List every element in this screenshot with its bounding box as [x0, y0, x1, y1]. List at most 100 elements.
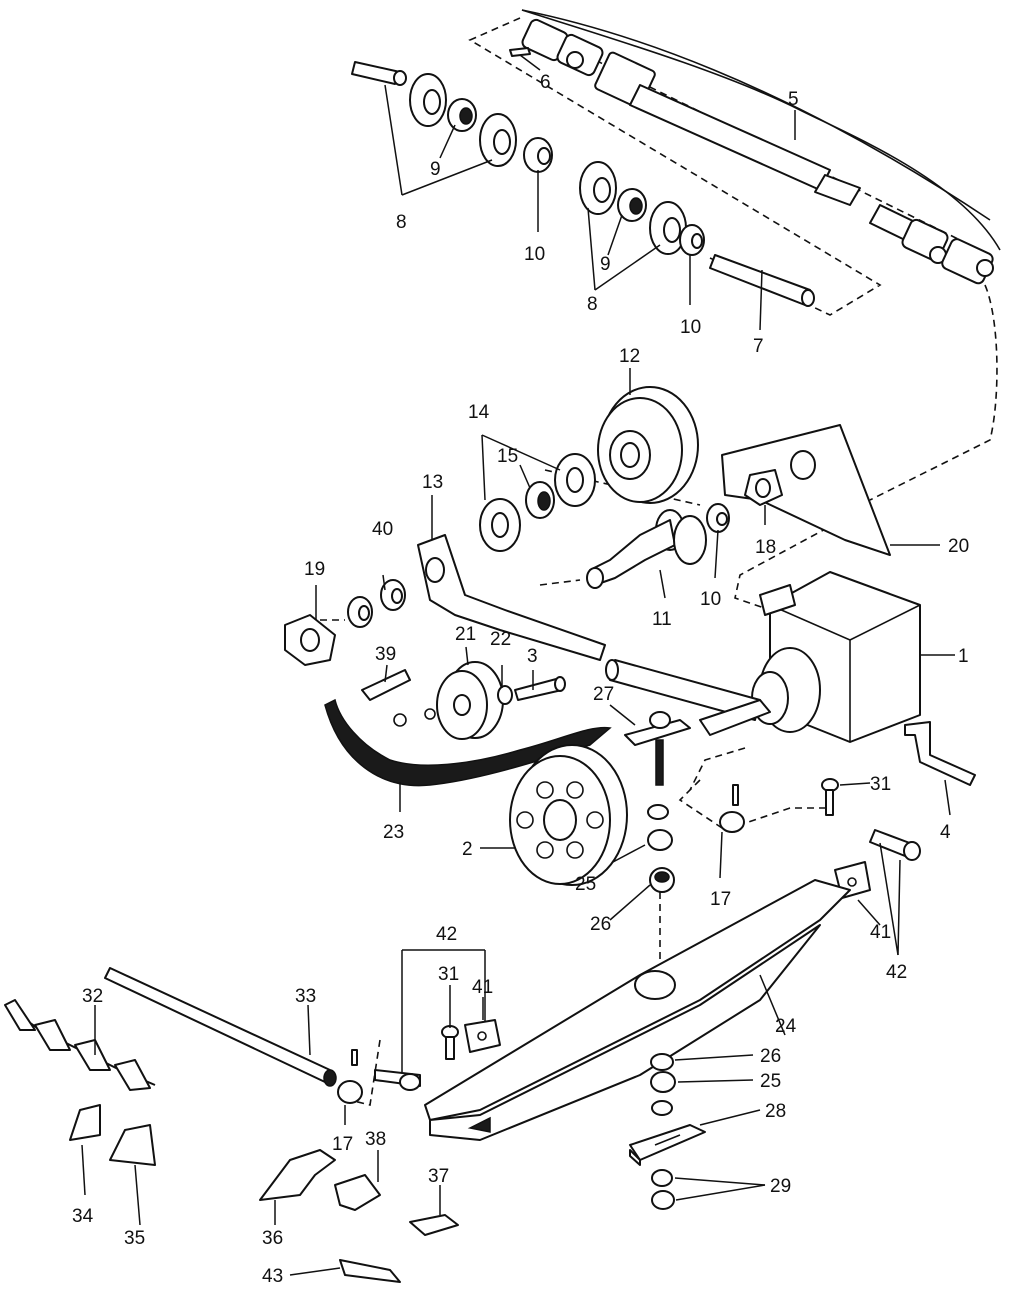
- part-belt-23: [324, 698, 612, 787]
- callout-25a: 25: [575, 874, 596, 895]
- part-flange-8a: [409, 73, 447, 127]
- part-bolt-17a: [719, 784, 745, 833]
- part-bolt-3: [514, 676, 566, 701]
- part-bushing-25b: [650, 1071, 676, 1093]
- callout-38: 38: [365, 1129, 386, 1150]
- part-flange-14a: [554, 453, 596, 507]
- callout-37: 37: [428, 1166, 449, 1187]
- callout-28: 28: [765, 1101, 786, 1122]
- part-plate-43: [339, 1259, 401, 1283]
- part-washer-top: [647, 804, 669, 820]
- callout-41a: 41: [870, 922, 891, 943]
- callout-17b: 17: [332, 1134, 353, 1155]
- callout-12: 12: [619, 346, 640, 367]
- part-flange-8b: [479, 113, 517, 167]
- callout-31b: 31: [438, 964, 459, 985]
- callout-9a: 9: [430, 159, 441, 180]
- part-pin-42b: [374, 1069, 421, 1091]
- part-key-6: [509, 47, 531, 57]
- part-cutter-bar-24: [424, 879, 851, 1141]
- part-drive-shaft-5: [521, 9, 1001, 285]
- callout-39: 39: [375, 644, 396, 665]
- callout-6: 6: [540, 72, 551, 93]
- callout-24: 24: [775, 1016, 797, 1037]
- part-clip-38: [334, 1174, 381, 1211]
- part-flange-bearing-18: [744, 469, 783, 506]
- part-collar-10a: [523, 137, 553, 173]
- part-bushing-26b: [650, 1053, 674, 1071]
- callout-23: 23: [383, 822, 404, 843]
- callout-21: 21: [455, 624, 476, 645]
- part-bolt-17b: [337, 1049, 363, 1104]
- callout-8b: 8: [587, 294, 598, 315]
- part-pulley-2: [509, 744, 628, 886]
- part-shaft-7: [709, 254, 815, 307]
- part-bearing-9a: [447, 98, 477, 132]
- part-block-41b: [464, 1019, 501, 1053]
- part-section-35: [109, 1124, 156, 1166]
- part-flange-8d: [649, 201, 687, 255]
- callout-4: 4: [940, 822, 951, 843]
- callout-42b: 42: [436, 924, 457, 945]
- callout-3: 3: [527, 646, 538, 667]
- callout-10c: 10: [700, 589, 721, 610]
- callout-15: 15: [497, 446, 518, 467]
- part-collar-10c: [706, 503, 730, 533]
- callout-18: 18: [755, 537, 776, 558]
- part-nut-29b: [651, 1190, 675, 1210]
- part-bolt-31b: [441, 1025, 459, 1060]
- part-pulley-12: [597, 386, 699, 504]
- callout-14: 14: [468, 402, 490, 423]
- callout-25b: 25: [760, 1071, 781, 1092]
- part-input-shaft: [605, 659, 771, 736]
- part-washer-lower: [651, 1100, 673, 1116]
- callout-29: 29: [770, 1176, 791, 1197]
- part-bolt-31a: [821, 778, 839, 816]
- callout-42a: 42: [886, 962, 907, 983]
- callout-13: 13: [422, 472, 443, 493]
- part-key-39: [361, 669, 411, 701]
- callout-11: 11: [652, 609, 672, 630]
- callout-35: 35: [124, 1228, 145, 1249]
- callout-10a: 10: [524, 244, 545, 265]
- part-pin-42a: [869, 829, 921, 861]
- part-sickle-bar-33: [104, 967, 337, 1087]
- callout-17a: 17: [710, 889, 731, 910]
- callout-31a: 31: [870, 774, 891, 795]
- callout-26b: 26: [760, 1046, 781, 1067]
- callout-26a: 26: [590, 914, 611, 935]
- part-guard-32: [4, 999, 156, 1091]
- part-bushing-25a: [647, 829, 673, 851]
- callout-2: 2: [462, 839, 473, 860]
- callout-8a: 8: [396, 212, 407, 233]
- callout-7: 7: [753, 336, 764, 357]
- callout-5: 5: [788, 89, 799, 110]
- callout-1: 1: [958, 646, 969, 667]
- callout-27: 27: [593, 684, 614, 705]
- callout-40: 40: [372, 519, 393, 540]
- part-plate-37: [409, 1214, 459, 1236]
- callout-10b: 10: [680, 317, 701, 338]
- part-pitman-arm-13: [417, 534, 606, 661]
- callout-36: 36: [262, 1228, 283, 1249]
- part-plate-28: [629, 1124, 706, 1166]
- part-flange-14b: [479, 498, 521, 552]
- part-flange-8c: [579, 161, 617, 215]
- callout-19: 19: [304, 559, 325, 580]
- part-washer-22: [497, 685, 513, 705]
- part-crank-arm-11: [586, 509, 707, 589]
- part-gearbox-1: [751, 571, 921, 743]
- part-bearing-15: [525, 481, 555, 519]
- part-nut-29a: [651, 1169, 673, 1187]
- callout-22: 22: [490, 629, 511, 650]
- callout-34: 34: [72, 1206, 94, 1227]
- part-idler-pulley-21: [393, 661, 504, 740]
- callout-32: 32: [82, 986, 103, 1007]
- callout-41b: 41: [472, 977, 493, 998]
- part-pin-upper-8: [351, 61, 407, 86]
- part-bracket-27: [624, 711, 691, 786]
- callout-43: 43: [262, 1266, 283, 1287]
- leader-lines: [81, 54, 955, 1276]
